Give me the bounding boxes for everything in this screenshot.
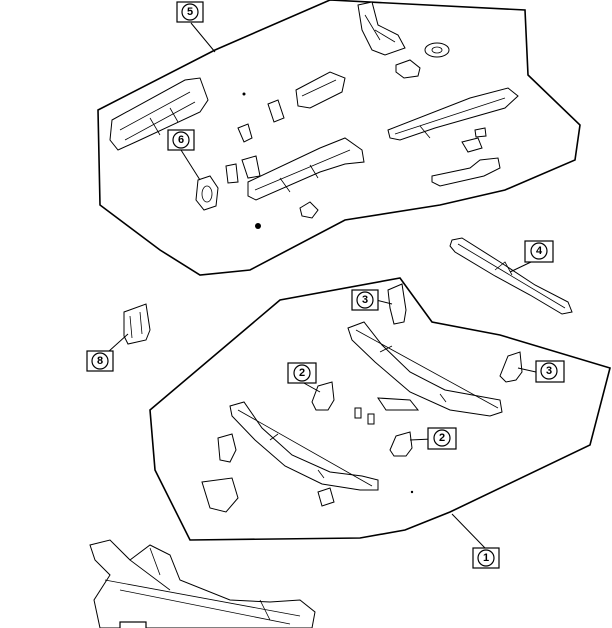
part-2-bracket-b [389,431,413,457]
clip-parts [225,92,319,229]
leader-1 [451,513,486,549]
bracket-upper-top [357,1,406,56]
callout-8[interactable]: 8 [86,350,114,372]
small-parts-lower [201,397,420,513]
part-3-bracket-a [387,283,407,325]
leader-5 [190,22,216,53]
bracket-lower-right [431,157,501,187]
small-cup-part [424,42,450,58]
callout-3b[interactable]: 3 [535,360,565,383]
group-1-outline [149,277,611,541]
callout-6[interactable]: 6 [167,129,195,151]
part-3-bracket-b [499,351,523,383]
callout-7-partial[interactable] [119,621,147,628]
callout-2a-label: 2 [299,367,305,379]
callout-2a[interactable]: 2 [287,362,317,384]
callout-2b[interactable]: 2 [427,427,457,450]
frame-rail-lower-left [229,401,379,491]
callout-3a-label: 3 [362,294,368,306]
callout-4[interactable]: 4 [524,240,554,263]
group-5-outline [97,0,581,276]
callout-8-label: 8 [97,355,103,367]
callout-5-label: 5 [187,6,193,18]
callout-1-label: 1 [483,552,489,564]
rail-segment-mid [295,71,346,109]
assembled-cradle [89,539,316,628]
cross-member-upper [247,137,365,201]
callout-1[interactable]: 1 [472,547,500,569]
callout-2b-label: 2 [439,432,445,444]
callout-3a[interactable]: 3 [351,289,379,311]
callout-6-label: 6 [178,134,184,146]
callout-3b-label: 3 [546,365,552,377]
small-part-right [461,127,487,153]
part-8-bracket [123,303,151,345]
leader-3b [517,367,537,373]
small-bracket-a [395,59,421,79]
callout-4-label: 4 [536,245,543,257]
leader-8 [107,333,129,353]
leader-3a [375,299,393,305]
leader-4 [509,261,532,273]
leader-2a [301,381,321,393]
leader-6 [180,149,201,181]
frame-rail-lower-right [347,321,503,417]
part-6-plate [195,175,219,211]
part-2-bracket-a [311,381,335,411]
part-4-crossbar [449,237,573,315]
rail-long-right [387,87,519,141]
frame-rail-upper-left [109,77,209,151]
callout-5[interactable]: 5 [176,1,204,23]
